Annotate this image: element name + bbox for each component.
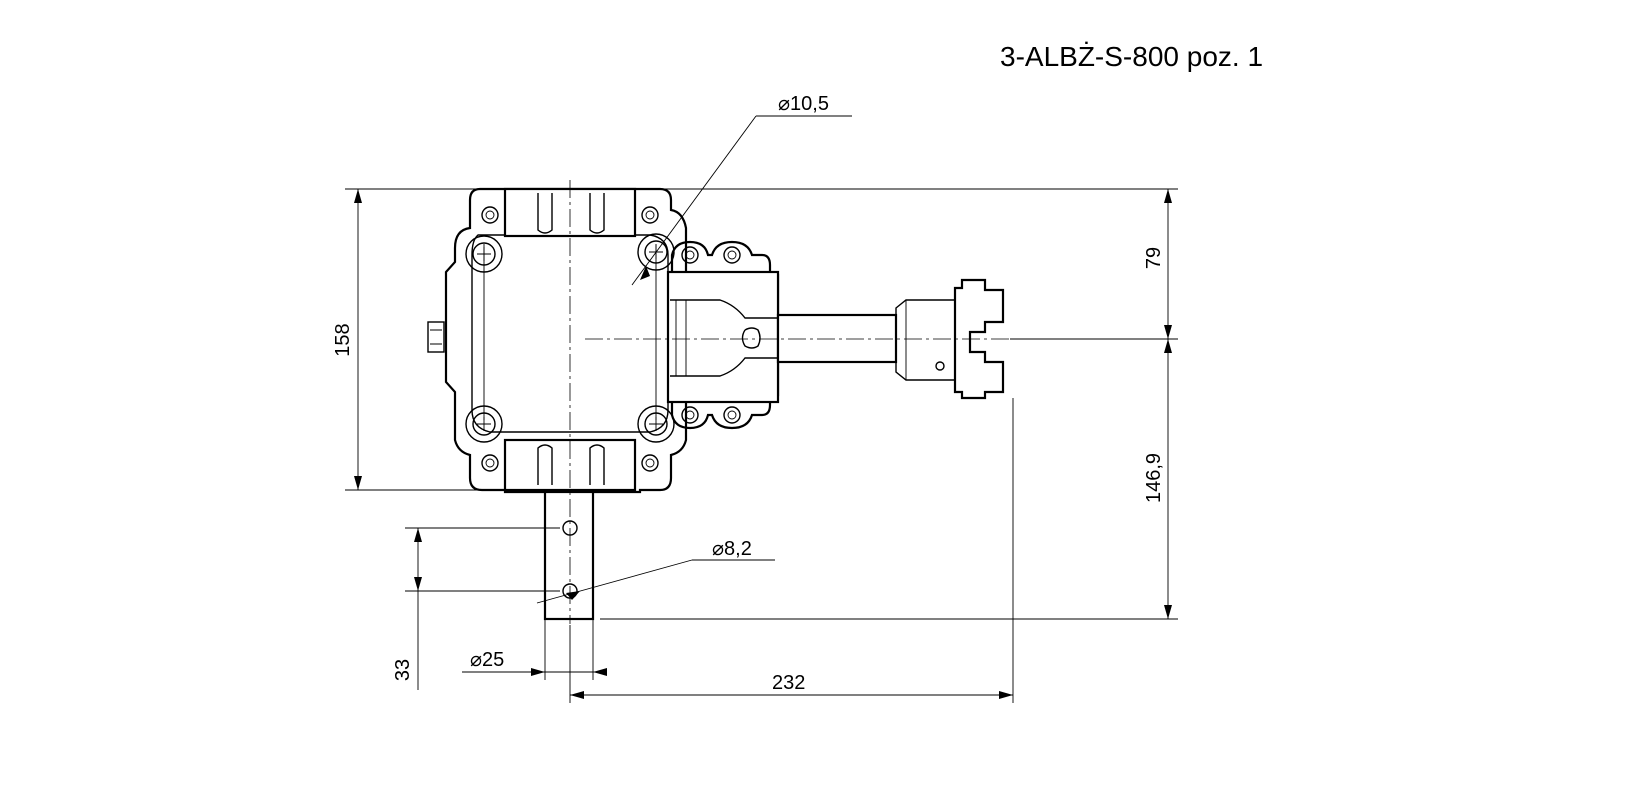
dim-height-total: 158 <box>332 323 354 356</box>
dim-hole-large: ⌀10,5 <box>778 93 829 115</box>
drawing-title: 3-ALBŻ-S-800 poz. 1 <box>1000 41 1263 72</box>
input-shaft <box>543 490 595 621</box>
side-housing <box>666 240 780 430</box>
dim-hole-small: ⌀8,2 <box>712 538 752 560</box>
center-lines <box>569 180 1178 624</box>
gearbox-housing <box>427 187 688 494</box>
bolt-top-left <box>465 235 503 273</box>
dim-shaft-length: 33 <box>392 659 414 681</box>
dim-height-lower: 146,9 <box>1143 453 1165 503</box>
bolt-bottom-right <box>637 405 675 443</box>
dim-shaft-diameter: ⌀25 <box>470 649 504 671</box>
output-shaft <box>776 278 1005 400</box>
dim-height-upper: 79 <box>1143 247 1165 269</box>
bolt-bottom-left <box>465 405 503 443</box>
dim-length-to-end: 232 <box>772 672 805 694</box>
dimension-lines <box>345 115 1178 703</box>
